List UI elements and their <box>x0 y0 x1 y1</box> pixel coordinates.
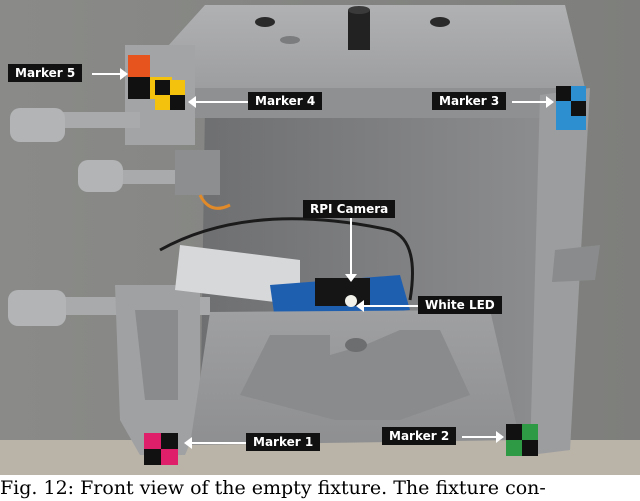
marker-1-label: Marker 1 <box>246 433 321 451</box>
fixture-illustration <box>0 0 640 475</box>
marker-5-arrow <box>92 68 128 80</box>
white-led-label: White LED <box>418 296 502 314</box>
thumb-screw-top <box>10 108 140 142</box>
marker-3-arrow <box>512 96 554 108</box>
ribbon-cable <box>175 245 300 305</box>
white-led-arrow <box>356 300 418 312</box>
marker-4-arrow <box>188 96 248 108</box>
thumb-screw-middle <box>78 150 220 195</box>
figure-caption: Fig. 12: Front view of the empty fixture… <box>0 477 546 499</box>
fixture-photo: Marker 5 Marker 4 Marker 3 RPI Camera Wh… <box>0 0 640 475</box>
tray-cutout <box>240 330 470 420</box>
marker-5-label: Marker 5 <box>8 64 83 82</box>
marker-3-label: Marker 3 <box>432 92 507 110</box>
marker-4-icon <box>155 80 185 110</box>
marker-4-label: Marker 4 <box>248 92 323 110</box>
screw-icon <box>348 10 370 50</box>
marker-3-icon <box>556 86 586 130</box>
marker-2-label: Marker 2 <box>382 427 457 445</box>
white-led-icon <box>345 295 357 307</box>
rpi-camera-arrow <box>345 218 357 282</box>
marker-1-icon <box>144 433 178 465</box>
marker-2-arrow <box>462 431 504 443</box>
rpi-camera-label: RPI Camera <box>303 200 396 218</box>
marker-2-icon <box>506 424 538 456</box>
marker-1-arrow <box>184 437 246 449</box>
fixture-top-edge <box>130 88 585 118</box>
